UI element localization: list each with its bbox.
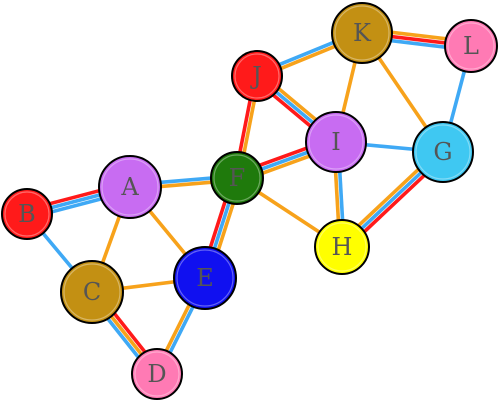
- node-ring: [308, 114, 364, 170]
- node-label: A: [120, 173, 139, 201]
- node-circle: [60, 260, 124, 324]
- node-j[interactable]: J: [231, 50, 283, 102]
- node-circle: [305, 111, 367, 173]
- node-ring: [447, 22, 495, 70]
- node-circle: [314, 219, 370, 275]
- node-circle: [1, 188, 53, 240]
- node-circle: [331, 2, 393, 64]
- node-label: C: [83, 278, 101, 306]
- node-ring: [4, 191, 50, 237]
- node-label: B: [18, 200, 36, 228]
- node-label: J: [249, 62, 262, 90]
- node-label: L: [463, 32, 479, 60]
- node-label: E: [196, 264, 214, 292]
- node-circle: [444, 19, 498, 73]
- node-label: G: [433, 138, 452, 166]
- node-label: I: [331, 128, 340, 156]
- node-label: D: [147, 360, 166, 388]
- node-circle: [98, 155, 162, 219]
- node-a[interactable]: A: [98, 155, 162, 219]
- node-circle: [412, 121, 474, 183]
- node-l[interactable]: L: [444, 19, 498, 73]
- node-ring: [134, 351, 180, 397]
- node-label: H: [332, 233, 353, 261]
- node-d[interactable]: D: [131, 348, 183, 400]
- node-c[interactable]: C: [60, 260, 124, 324]
- node-e[interactable]: E: [173, 246, 237, 310]
- node-ring: [234, 53, 280, 99]
- node-circle: [210, 151, 264, 205]
- node-ring: [176, 249, 234, 307]
- node-b[interactable]: B: [1, 188, 53, 240]
- node-ring: [101, 158, 159, 216]
- node-ring: [317, 222, 367, 272]
- node-g[interactable]: G: [412, 121, 474, 183]
- node-f[interactable]: F: [210, 151, 264, 205]
- node-circle: [131, 348, 183, 400]
- node-label: K: [353, 19, 372, 47]
- node-i[interactable]: I: [305, 111, 367, 173]
- node-h[interactable]: H: [314, 219, 370, 275]
- node-ring: [213, 154, 261, 202]
- node-ring: [415, 124, 471, 180]
- node-circle: [173, 246, 237, 310]
- node-label: F: [229, 164, 246, 192]
- node-ring: [63, 263, 121, 321]
- node-circle: [231, 50, 283, 102]
- node-k[interactable]: K: [331, 2, 393, 64]
- node-ring: [334, 5, 390, 61]
